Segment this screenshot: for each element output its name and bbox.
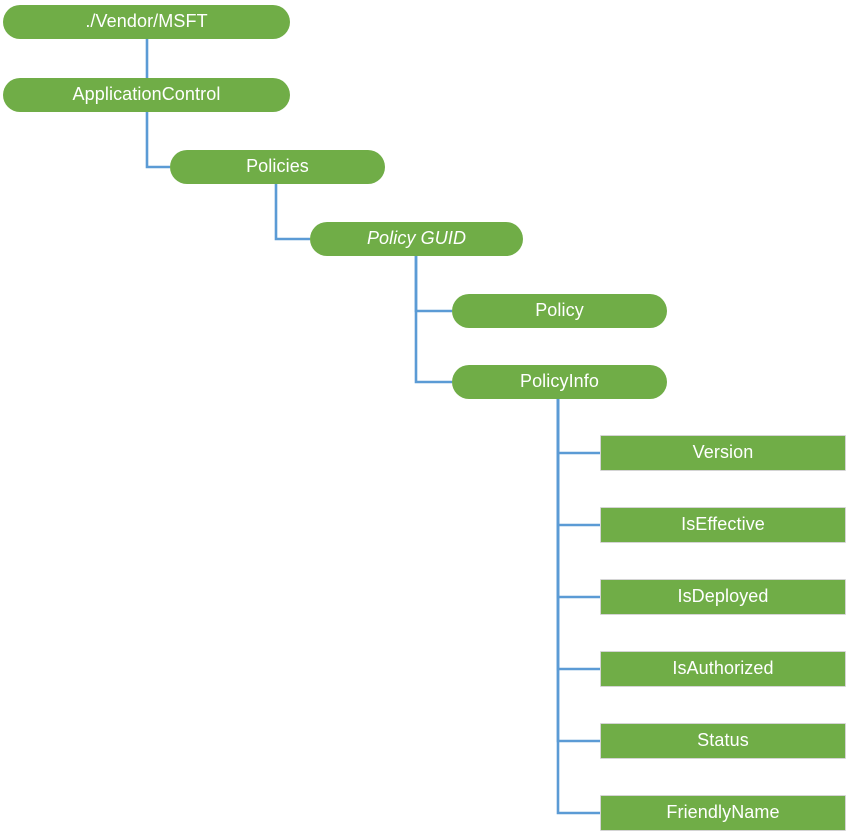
node-label-policy-guid: Policy GUID <box>366 228 467 249</box>
node-label-is-authorized: IsAuthorized <box>672 658 774 679</box>
line-policies-to-policyguid <box>274 184 310 241</box>
node-is-authorized[interactable]: IsAuthorized <box>600 651 846 687</box>
node-label-friendly-name: FriendlyName <box>666 802 780 823</box>
node-policies[interactable]: Policies <box>170 150 385 184</box>
node-label-application-control: ApplicationControl <box>72 84 221 105</box>
node-label-is-deployed: IsDeployed <box>677 586 769 607</box>
node-policy-guid[interactable]: Policy GUID <box>310 222 523 256</box>
node-is-deployed[interactable]: IsDeployed <box>600 579 846 615</box>
line-policyinfo-to-isdeployed <box>556 399 600 599</box>
node-policy[interactable]: Policy <box>452 294 667 328</box>
node-label-version: Version <box>692 442 754 463</box>
line-policyinfo-to-friendlyname <box>556 399 600 815</box>
node-label-policy-info: PolicyInfo <box>519 371 600 392</box>
line-policyinfo-to-isauthorized <box>556 399 600 671</box>
line-policyinfo-to-status <box>556 399 600 743</box>
node-label-status: Status <box>697 730 749 751</box>
node-application-control[interactable]: ApplicationControl <box>3 78 290 112</box>
node-friendly-name[interactable]: FriendlyName <box>600 795 846 831</box>
line-policyguid-to-policyinfo <box>414 256 452 384</box>
node-version[interactable]: Version <box>600 435 846 471</box>
node-status[interactable]: Status <box>600 723 846 759</box>
node-label-policies: Policies <box>246 156 309 177</box>
node-label-vendor-msft: ./Vendor/MSFT <box>85 11 208 32</box>
line-appcontrol-to-policies <box>145 112 170 169</box>
node-policy-info[interactable]: PolicyInfo <box>452 365 667 399</box>
node-label-policy: Policy <box>535 300 584 321</box>
node-vendor-msft[interactable]: ./Vendor/MSFT <box>3 5 290 39</box>
node-is-effective[interactable]: IsEffective <box>600 507 846 543</box>
line-policyguid-to-policy <box>414 256 452 313</box>
line-policyinfo-to-iseffective <box>556 399 600 527</box>
node-label-is-effective: IsEffective <box>681 514 765 535</box>
line-policyinfo-to-version <box>556 399 600 455</box>
